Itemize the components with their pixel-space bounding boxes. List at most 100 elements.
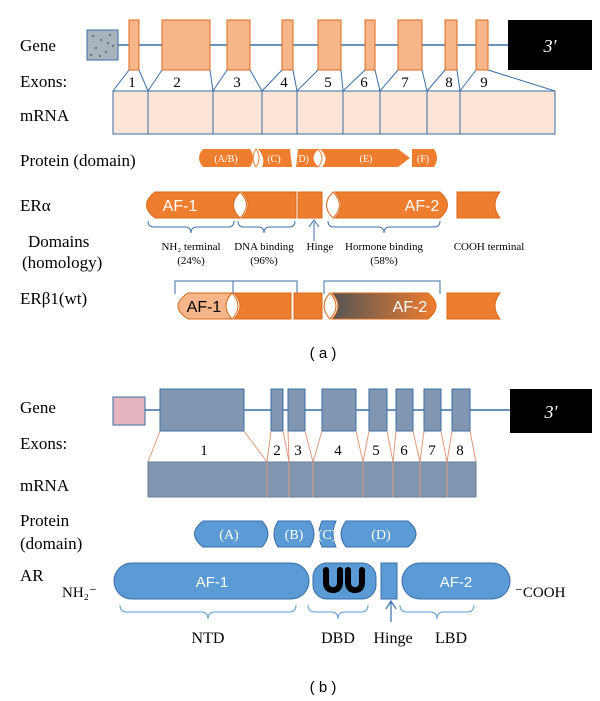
protein-domain-a-d: (D) (295, 154, 309, 165)
hormone-binding-label: Hormone binding (345, 241, 423, 253)
exon-number-b-7: 7 (428, 443, 436, 459)
er-alpha-af2: AF-2 (405, 198, 440, 215)
exon-number-b-1: 1 (200, 443, 208, 459)
gene-exon-a-9 (475, 19, 489, 71)
er-beta-bar (177, 292, 502, 320)
gene-exon-a-8 (444, 19, 458, 71)
exon-number-b-3: 3 (294, 443, 302, 459)
hinge-label-a: Hinge (307, 241, 334, 253)
exon-number-a-6: 6 (360, 75, 368, 91)
gene-exon-b-5 (368, 388, 388, 432)
three-prime-label-a: 3′ (543, 36, 558, 56)
gene-label-b: Gene (20, 398, 56, 417)
exon-number-a-8: 8 (445, 75, 453, 91)
dbd-zinc-fingers (323, 567, 365, 594)
exon-number-a-3: 3 (233, 75, 241, 91)
dna-binding-label: DNA binding (234, 241, 294, 253)
three-prime-box-b (510, 389, 592, 433)
gene-exon-b-8 (451, 388, 471, 432)
caption-a: ( a ) (310, 345, 337, 362)
exons-label-a: Exons: (20, 72, 67, 91)
mrna-label-b: mRNA (20, 476, 70, 495)
gene-exon-b-1 (159, 388, 245, 432)
ar-brackets (119, 604, 475, 620)
hinge-arrow-b (385, 599, 397, 622)
protein-domain-a-c: (C) (267, 154, 280, 165)
exon-number-b-8: 8 (456, 443, 464, 459)
gene-exon-b-6 (395, 388, 414, 432)
er-brackets (147, 220, 441, 234)
gene-exon-b-2 (270, 388, 284, 432)
dna-binding-pct: (96%) (250, 255, 278, 267)
ar-af2: AF-2 (440, 574, 473, 591)
hinge-arrow-a (308, 219, 320, 241)
connectors-a (112, 69, 556, 92)
exon-number-a-4: 4 (280, 75, 288, 91)
er-beta-af2: AF-2 (393, 299, 428, 316)
cooh-label-b: ⁻COOH (515, 585, 566, 601)
hinge-label-b: Hinge (373, 630, 412, 647)
dbd-label: DBD (321, 630, 355, 647)
exon-number-a-2: 2 (173, 75, 181, 91)
protein-label-a: Protein (domain) (20, 151, 136, 170)
gene-exon-a-3 (226, 19, 251, 71)
protein-domain-b-c: (C) (318, 528, 337, 543)
cooh-terminal-label: COOH terminal (454, 241, 525, 253)
protein-domain-bar-b (194, 520, 417, 548)
gene-exon-b-7 (423, 388, 442, 432)
protein-domain-a-e: (E) (360, 154, 373, 165)
exon-number-a-9: 9 (480, 75, 488, 91)
ar-label: AR (20, 566, 44, 585)
er-alpha-af1: AF-1 (163, 198, 198, 215)
exons-label-b: Exons: (20, 434, 67, 453)
protein-label-b-1: Protein (20, 511, 70, 530)
er-alpha-bar (146, 191, 502, 219)
mrna-dividers-a (147, 91, 461, 134)
caption-b: ( b ) (310, 679, 337, 696)
three-prime-label-b: 3′ (544, 402, 559, 422)
nh2-terminal-pct: (24%) (177, 255, 205, 267)
protein-domain-a-ab: (A/B) (214, 154, 237, 165)
exon-numbers-a: 1 2 3 4 5 6 7 8 9 (128, 75, 488, 91)
mrna-bar-b (147, 461, 477, 498)
gene-exon-a-5 (317, 19, 342, 71)
exon-number-a-1: 1 (128, 75, 136, 91)
exon-number-b-4: 4 (334, 443, 342, 459)
gene-exon-b-3 (287, 388, 306, 432)
mrna-bar-a (112, 90, 556, 135)
promoter-texture-a (89, 33, 115, 58)
homology-label: (homology) (22, 253, 102, 272)
er-beta-label: ERβ1(wt) (20, 289, 87, 308)
er-beta-brackets (174, 280, 441, 294)
gene-exon-a-4 (281, 19, 294, 71)
hormone-binding-pct: (58%) (370, 255, 398, 267)
connectors-b (147, 430, 477, 463)
exon-number-a-7: 7 (401, 75, 409, 91)
er-beta-af1: AF-1 (187, 299, 222, 316)
gene-exon-a-1 (128, 19, 140, 71)
promoter-box-b (112, 396, 146, 426)
three-prime-box-a (508, 20, 592, 70)
gene-exon-a-6 (364, 19, 376, 71)
gene-exon-b-4 (321, 388, 357, 432)
mrna-label-a: mRNA (20, 106, 70, 125)
exon-number-a-5: 5 (324, 75, 332, 91)
ntd-label: NTD (192, 630, 225, 647)
protein-label-b-2: (domain) (20, 534, 82, 553)
panel-a: Gene 3′ Exons: 1 2 3 4 5 6 7 8 9 (20, 19, 592, 362)
protein-domain-a-f: (F) (417, 154, 429, 165)
mrna-dividers-b (266, 462, 448, 497)
gene-exon-a-7 (397, 19, 423, 71)
domains-label: Domains (28, 232, 89, 251)
protein-domain-bar-a (199, 148, 437, 168)
gene-label-a: Gene (20, 36, 56, 55)
ar-af1: AF-1 (196, 574, 229, 591)
exon-number-b-2: 2 (273, 443, 281, 459)
gene-exon-a-2 (161, 19, 211, 71)
protein-domain-b-a: (A) (219, 528, 239, 543)
er-alpha-label: ERα (20, 196, 51, 215)
exon-number-b-6: 6 (400, 443, 408, 459)
